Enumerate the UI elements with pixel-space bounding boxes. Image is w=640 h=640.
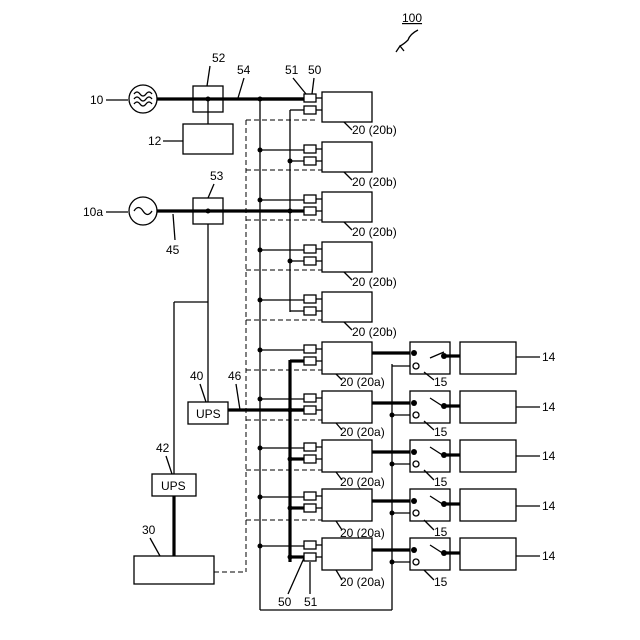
load-20b-5: 20 (20b): [258, 292, 397, 339]
device-label: 14: [542, 449, 556, 463]
controller-label: 12: [148, 134, 162, 148]
transfer-row-1: 14 15: [372, 342, 556, 389]
ups1-line-label: 46: [228, 369, 242, 383]
ups1-ref-label: 40: [190, 369, 204, 383]
switch-label: 15: [434, 575, 448, 589]
ups1-text: UPS: [196, 407, 221, 421]
switch-label: 15: [434, 375, 448, 389]
load-20b-label: 20 (20b): [352, 225, 397, 239]
load-20b-label: 20 (20b): [352, 275, 397, 289]
switch-label: 15: [434, 425, 448, 439]
load-20b-label: 20 (20b): [352, 325, 397, 339]
transfer-row-2: 14 15: [372, 391, 556, 439]
ups2-text: UPS: [161, 479, 186, 493]
device-label: 14: [542, 549, 556, 563]
system-arrow: [400, 30, 418, 46]
transfer-row-3: 14 15: [372, 440, 556, 489]
load-20b-3: 20 (20b): [258, 192, 397, 239]
main-line-label: 54: [237, 63, 251, 77]
switch-label: 15: [434, 525, 448, 539]
load-20a-2: 20 (20a): [258, 391, 385, 439]
device-label: 14: [542, 400, 556, 414]
load-20a-label: 20 (20a): [340, 425, 385, 439]
device-label: 14: [542, 499, 556, 513]
grid-source-label: 10: [90, 93, 104, 107]
control-ref-label: 30: [142, 523, 156, 537]
transfer-row-5: 14 15: [372, 538, 556, 589]
transfer-row-4: 14 15: [372, 489, 556, 539]
breaker-bottom-right-label: 51: [304, 595, 318, 609]
aux-line-label: 45: [166, 243, 180, 257]
breaker-bottom-left-label: 50: [278, 595, 292, 609]
load-20a-label: 20 (20a): [340, 475, 385, 489]
aux-switch-label: 53: [210, 169, 224, 183]
load-20a-label: 20 (20a): [340, 375, 385, 389]
load-20a-label: 20 (20a): [340, 575, 385, 589]
device-label: 14: [542, 350, 556, 364]
load-20b-2: 20 (20b): [258, 142, 397, 189]
load-20a-3: 20 (20a): [258, 440, 385, 489]
control-box: [134, 556, 214, 584]
load-20a-5: 20 (20a): [258, 538, 385, 589]
ups2-ref-label: 42: [156, 441, 170, 455]
load-20b-label: 20 (20b): [352, 175, 397, 189]
system-label: 100: [402, 11, 422, 25]
gen-source-label: 10a: [83, 205, 103, 219]
load-20b-label: 20 (20b): [352, 123, 397, 137]
breaker-right-label: 50: [308, 63, 322, 77]
load-20a-4: 20 (20a): [258, 489, 385, 540]
main-switch-label: 52: [212, 51, 226, 65]
controller-box: [183, 124, 233, 154]
load-20b-4: 20 (20b): [258, 242, 397, 289]
breaker-left-label: 51: [285, 63, 299, 77]
load-20a-1: 20 (20a): [258, 342, 385, 389]
load-20b-1: 20 (20b): [258, 92, 397, 137]
switch-label: 15: [434, 475, 448, 489]
grid-source-icon: [129, 85, 157, 113]
